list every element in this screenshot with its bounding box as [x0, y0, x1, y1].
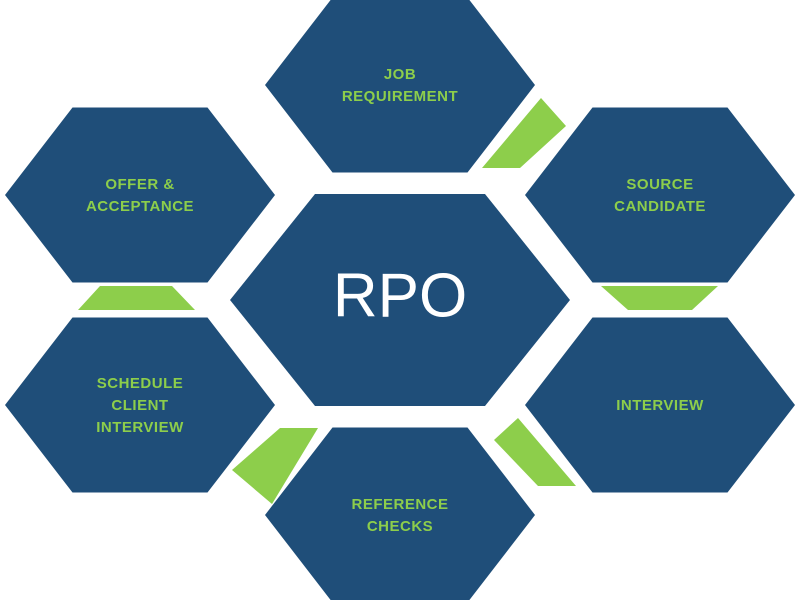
- label-offer-acceptance-line: ACCEPTANCE: [86, 198, 194, 215]
- connector-refs-schedule: [232, 428, 318, 504]
- label-schedule-client-interview-line: CLIENT: [111, 397, 168, 414]
- connector-interview-refs: [494, 418, 576, 486]
- center-label-rpo: RPO: [333, 261, 467, 330]
- hex-source-candidate: [525, 107, 795, 283]
- connector-source-interview: [601, 286, 718, 310]
- label-interview-line: INTERVIEW: [616, 397, 704, 414]
- label-schedule-client-interview-line: SCHEDULE: [97, 375, 184, 392]
- label-job-requirement-line: REQUIREMENT: [342, 88, 458, 105]
- label-source-candidate-line: CANDIDATE: [614, 198, 706, 215]
- label-reference-checks-line: CHECKS: [367, 518, 433, 535]
- label-job-requirement-line: JOB: [384, 66, 416, 83]
- label-reference-checks-line: REFERENCE: [351, 496, 448, 513]
- connectors: [78, 98, 718, 504]
- label-reference-checks: REFERENCE CHECKS: [351, 496, 448, 535]
- label-source-candidate-line: SOURCE: [626, 176, 693, 193]
- hex-schedule-client-interview: [5, 317, 275, 493]
- hex-interview: [525, 317, 795, 493]
- labels: JOB REQUIREMENT SOURCE CANDIDATE INTERVIEW RE…: [86, 66, 706, 535]
- label-schedule-client-interview-line: INTERVIEW: [96, 419, 184, 436]
- label-offer-acceptance: OFFER & ACCEPTANCE: [86, 176, 194, 215]
- connector-schedule-offer: [78, 286, 195, 310]
- label-offer-acceptance-line: OFFER &: [105, 176, 174, 193]
- hex-offer-acceptance: [5, 107, 275, 283]
- label-job-requirement: JOB REQUIREMENT: [342, 66, 458, 105]
- connector-job-source: [482, 98, 566, 168]
- hex-job-requirement: [265, 0, 535, 173]
- hex-reference-checks: [265, 427, 535, 600]
- label-source-candidate: SOURCE CANDIDATE: [614, 176, 706, 215]
- hexagons: [5, 0, 795, 600]
- hex-center-rpo: [230, 194, 570, 406]
- label-interview: INTERVIEW: [616, 397, 704, 414]
- label-schedule-client-interview: SCHEDULE CLIENT INTERVIEW: [96, 375, 184, 436]
